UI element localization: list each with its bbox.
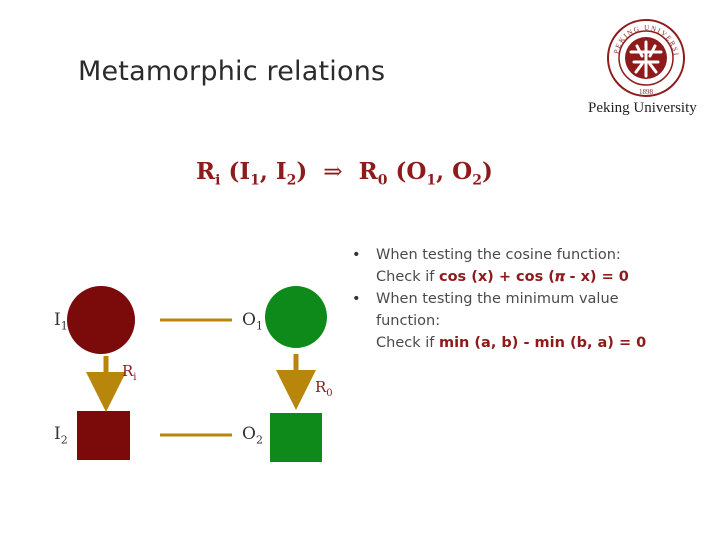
formula-i2-sub: 2 [286, 172, 297, 189]
bullet-minimum-line1: When testing the minimum value [376, 291, 619, 307]
label-ro: R0 [315, 378, 333, 399]
logo-year-text: 1898 [639, 88, 654, 96]
input-i1-circle [67, 286, 135, 354]
formula-o1-sub: 1 [426, 172, 437, 189]
label-ri: Ri [122, 362, 137, 383]
input-i2-square [77, 411, 130, 460]
label-o2-sub: 2 [255, 433, 263, 447]
label-o1: O1 [242, 310, 263, 332]
formula-r-out-sub: 0 [377, 172, 388, 189]
formula-o1: O [406, 158, 427, 185]
bullet-cosine-check: cos (x) + cos (𝝅 - x) = 0 [438, 269, 629, 285]
label-o2: O2 [242, 424, 263, 446]
formula-o2-sub: 2 [472, 172, 482, 189]
output-o1-circle [265, 286, 327, 348]
formula-o2: O [452, 158, 473, 185]
label-ro-sub: 0 [326, 388, 333, 399]
formula-i1-sub: 1 [250, 172, 260, 189]
formula-i1: I [239, 158, 251, 185]
label-ro-text: R [315, 378, 327, 396]
label-i2-sub: 2 [60, 433, 68, 447]
formula-r-in: R [196, 158, 216, 185]
university-name: Peking University [588, 100, 697, 116]
bullet-minimum-line1b: function: [376, 313, 441, 329]
bullet-cosine-prefix: Check if [376, 269, 439, 285]
bullet-cosine: When testing the cosine function: Check … [352, 244, 692, 288]
label-o1-text: O [242, 310, 256, 330]
label-o1-sub: 1 [255, 319, 263, 333]
formula-i2: I [275, 158, 287, 185]
bullet-minimum-check: min (a, b) - min (b, a) = 0 [438, 335, 647, 351]
example-bullets: When testing the cosine function: Check … [352, 244, 692, 354]
label-ri-text: R [122, 362, 134, 380]
label-ri-sub: i [133, 372, 137, 383]
university-logo: PEKING UNIVERSITY 1898 [606, 18, 685, 97]
label-o2-text: O [242, 424, 256, 444]
output-o2-square [270, 413, 322, 462]
label-i2-text: I [54, 424, 61, 444]
label-i1-text: I [54, 310, 61, 330]
bullet-minimum: When testing the minimum value function:… [352, 288, 692, 354]
relation-formula: Ri (I1, I2) ⇒ R0 (O1, O2) [196, 158, 493, 189]
bullet-minimum-prefix: Check if [376, 335, 439, 351]
formula-implies-arrow: ⇒ [323, 159, 343, 185]
label-i1: I1 [54, 310, 68, 332]
formula-r-out: R [358, 158, 378, 185]
slide-title: Metamorphic relations [78, 56, 386, 87]
bullet-cosine-line1: When testing the cosine function: [376, 247, 621, 263]
label-i2: I2 [54, 424, 68, 446]
formula-r-in-sub: i [215, 172, 221, 189]
label-i1-sub: 1 [60, 319, 68, 333]
